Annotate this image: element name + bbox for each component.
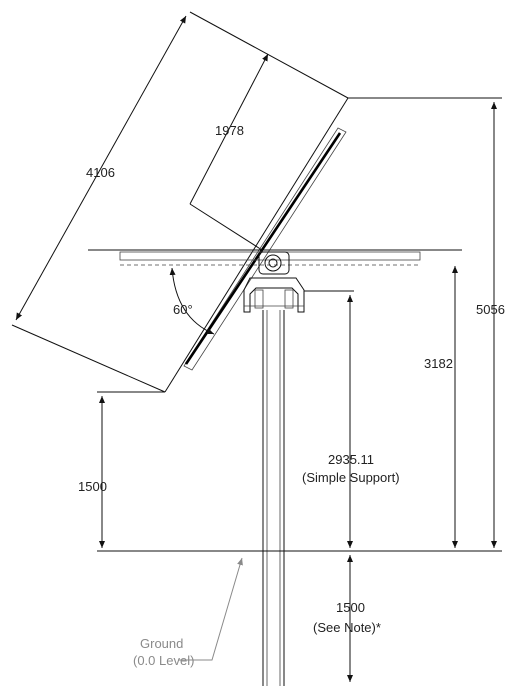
dimension-5056: 5056 — [348, 97, 505, 548]
dim-label-1500-embedment: 1500 — [336, 600, 365, 615]
dim-label-1978: 1978 — [215, 123, 244, 138]
dimension-1500-embedment: 1500 (See Note)* — [313, 555, 381, 682]
dimension-4106: 4106 — [15, 15, 187, 321]
dim-label-3182: 3182 — [424, 356, 453, 371]
ground-level-label: (0.0 Level) — [133, 653, 194, 668]
dimension-2935: 2935.11 (Simple Support) — [302, 290, 400, 548]
angle-label: 60° — [173, 302, 193, 317]
dim-label-1500-clearance: 1500 — [78, 479, 107, 494]
panel-extension-lines — [11, 11, 349, 393]
dimension-3182: 3182 — [424, 249, 462, 548]
dim-label-4106: 4106 — [86, 165, 115, 180]
dim-label-5056: 5056 — [476, 302, 505, 317]
dim-label-1500-embedment-note: (See Note)* — [313, 620, 381, 635]
dim-label-2935: 2935.11 — [328, 452, 374, 467]
angle-60: 60° — [169, 267, 215, 335]
dimension-1978: 1978 — [189, 53, 269, 251]
ground-callout: Ground (0.0 Level) — [133, 557, 243, 668]
tilted-panel — [164, 97, 349, 393]
drive-assembly — [243, 251, 305, 313]
dimension-1500-clearance: 1500 — [78, 391, 165, 548]
dim-label-2935-note: (Simple Support) — [302, 470, 400, 485]
support-post — [262, 310, 285, 686]
ground-label: Ground — [140, 636, 183, 651]
